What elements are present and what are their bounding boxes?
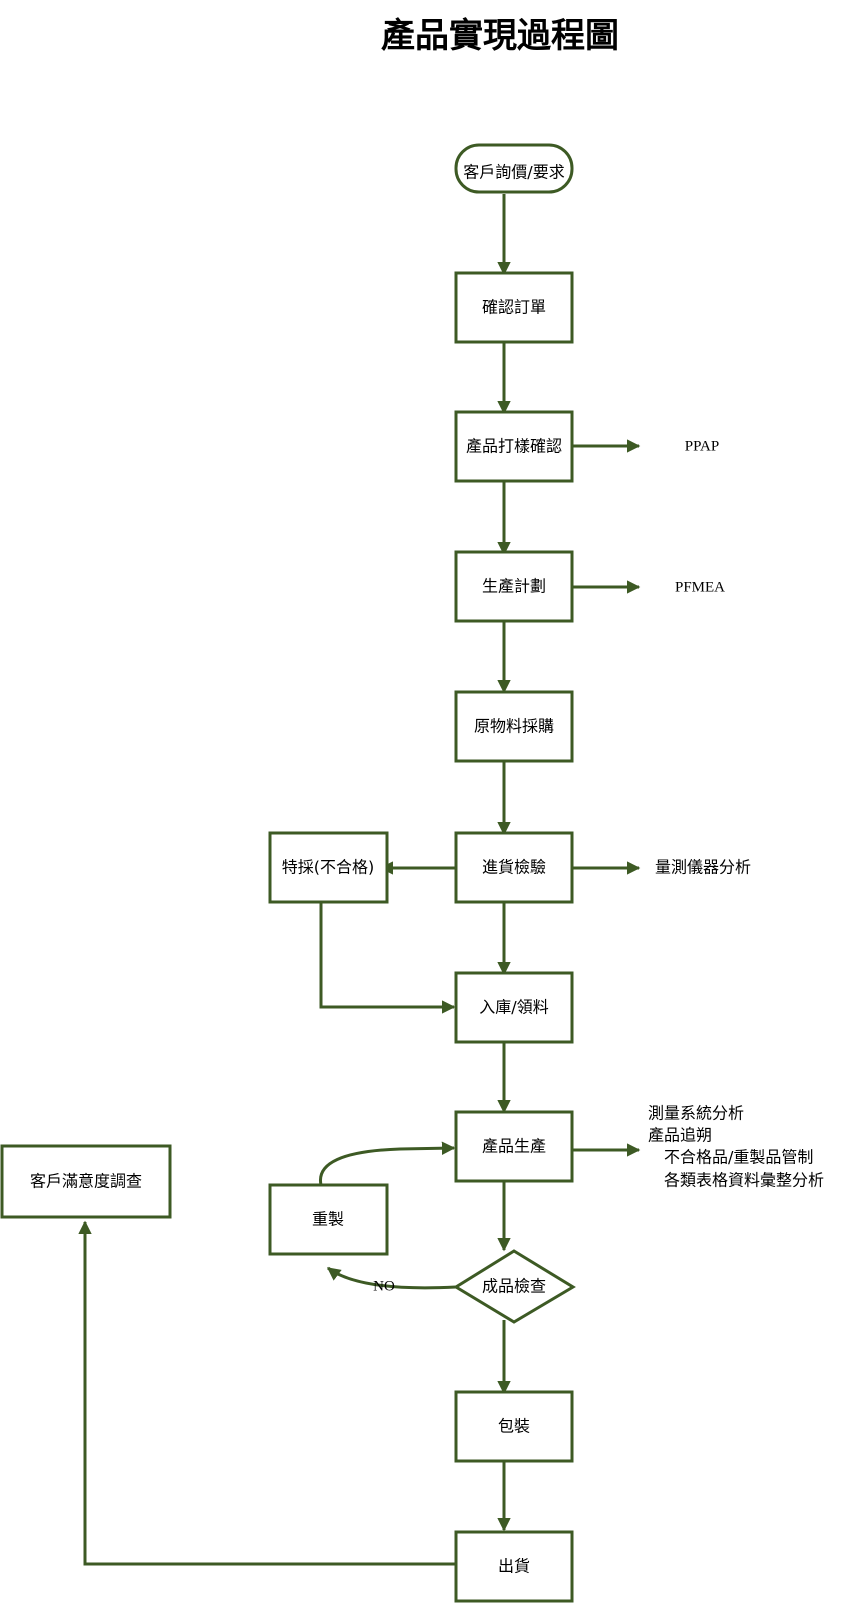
- annotation-pfmea: PFMEA: [675, 579, 725, 595]
- edge-shipping-to-satisfaction: [78, 1220, 456, 1566]
- annotation-msa: 量測儀器分析: [655, 858, 751, 877]
- annotation-production-note-4: 各類表格資料彙整分析: [664, 1171, 824, 1190]
- node-production-plan-label: 生產計劃: [482, 577, 546, 596]
- edge-rework-to-production: [319, 1141, 456, 1186]
- node-warehouse: 入庫/領料: [454, 971, 574, 1044]
- node-packing: 包裝: [454, 1390, 574, 1463]
- node-material-purchase: 原物料採購: [454, 690, 574, 763]
- node-start-label: 客戶詢價/要求: [463, 163, 564, 182]
- edge-label-no: NO: [373, 1278, 395, 1294]
- node-special-accept: 特採(不合格): [268, 831, 389, 904]
- node-final-inspection: 成品檢查: [453, 1249, 576, 1324]
- annotation-production-note-3: 不合格品/重製品管制: [664, 1148, 813, 1167]
- node-shipping: 出貨: [454, 1530, 574, 1603]
- node-production-plan: 生產計劃: [454, 550, 574, 623]
- node-production: 產品生產: [454, 1110, 574, 1183]
- node-final-inspection-label: 成品檢查: [482, 1277, 546, 1296]
- node-incoming-inspection-label: 進貨檢驗: [482, 858, 546, 877]
- node-sample-confirm-label: 產品打樣確認: [466, 437, 562, 456]
- annotation-production-note-2: 產品追朔: [648, 1126, 712, 1145]
- node-sample-confirm: 產品打樣確認: [454, 410, 574, 483]
- node-rework: 重製: [268, 1183, 389, 1256]
- node-packing-label: 包裝: [498, 1417, 530, 1436]
- node-production-label: 產品生產: [482, 1137, 546, 1156]
- node-satisfaction-survey: 客戶滿意度調查: [0, 1144, 172, 1219]
- connectors: [78, 194, 641, 1566]
- annotation-ppap: PPAP: [685, 438, 719, 454]
- node-confirm-order-label: 確認訂單: [482, 298, 546, 317]
- node-shipping-label: 出貨: [498, 1557, 530, 1576]
- node-warehouse-label: 入庫/領料: [479, 998, 548, 1017]
- edge-final-inspection-to-rework: [326, 1266, 457, 1290]
- node-satisfaction-survey-label: 客戶滿意度調查: [30, 1172, 142, 1191]
- node-start: 客戶詢價/要求: [454, 143, 574, 194]
- node-rework-label: 重製: [312, 1210, 344, 1229]
- node-incoming-inspection: 進貨檢驗: [454, 831, 574, 904]
- page-title: 產品實現過程圖: [381, 16, 619, 56]
- node-material-purchase-label: 原物料採購: [474, 717, 554, 736]
- node-special-accept-label: 特採(不合格): [282, 858, 375, 877]
- edge-special-accept-to-warehouse: [319, 903, 456, 1014]
- node-confirm-order: 確認訂單: [454, 271, 574, 344]
- annotation-production-note-1: 測量系統分析: [648, 1104, 744, 1123]
